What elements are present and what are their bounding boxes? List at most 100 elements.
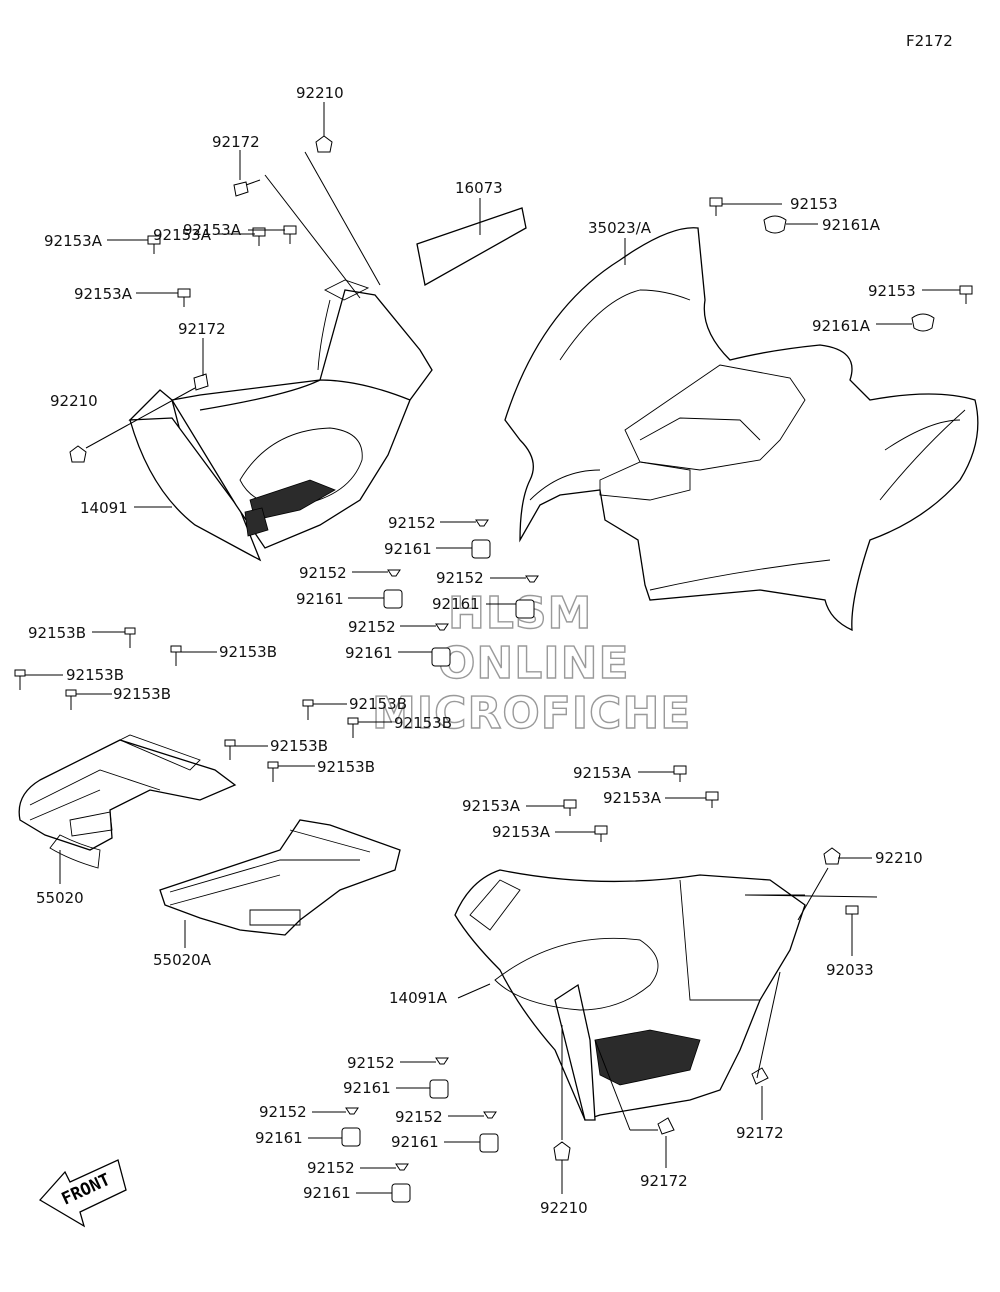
part-label: 92161 <box>343 1079 391 1097</box>
part-label: 92153B <box>113 685 171 703</box>
part-label: 16073 <box>455 179 503 197</box>
left-flap-part-14091 <box>128 279 433 562</box>
rivet-icon <box>525 575 539 583</box>
part-label: 92152 <box>395 1108 443 1126</box>
part-label: 92152 <box>348 618 396 636</box>
watermark-line-2: ONLINE <box>438 638 630 689</box>
part-label: 92153A <box>74 285 133 303</box>
damper-icon <box>515 599 535 619</box>
part-label: 35023/A <box>588 219 652 237</box>
grommet-icon <box>911 313 935 332</box>
part-label: 92161 <box>303 1184 351 1202</box>
part-label: 92033 <box>826 961 874 979</box>
part-label: 92153A <box>462 797 521 815</box>
bolt-icon <box>224 739 236 760</box>
clip-icon <box>563 799 577 816</box>
right-flap-part-14091A <box>454 869 806 1121</box>
leader-lines <box>25 102 960 1194</box>
part-label: 92210 <box>50 392 98 410</box>
part-label: 92152 <box>347 1054 395 1072</box>
part-label: 92172 <box>736 1124 784 1142</box>
part-label: 92153B <box>270 737 328 755</box>
part-label: 92153A <box>573 764 632 782</box>
rear-fender-part-35023 <box>504 227 979 632</box>
part-label: 92172 <box>212 133 260 151</box>
nut-icon <box>315 135 333 153</box>
part-label: 92161 <box>391 1133 439 1151</box>
part-label: 92152 <box>259 1103 307 1121</box>
damper-icon <box>479 1133 499 1153</box>
bolt-icon <box>65 689 77 710</box>
clip-icon <box>594 825 608 842</box>
bolt-icon <box>124 627 136 648</box>
watermark-line-3: MICROFICHE <box>372 688 691 739</box>
damper-icon <box>383 589 403 609</box>
rivet-icon <box>475 519 489 527</box>
clip-icon <box>252 227 266 246</box>
part-label: 92153A <box>44 232 103 250</box>
rivet-icon <box>435 1057 449 1065</box>
part-labels: 92210 92172 16073 35023/A 92153 92161A 9… <box>28 84 923 1217</box>
clip-icon <box>959 285 973 304</box>
part-label: 92172 <box>640 1172 688 1190</box>
footrest-bracket-55020 <box>18 734 237 869</box>
part-label: 92152 <box>307 1159 355 1177</box>
damper-icon <box>471 539 491 559</box>
part-label: 92161A <box>812 317 871 335</box>
part-label: 92210 <box>540 1199 588 1217</box>
nut-icon <box>69 445 87 463</box>
part-label: 92152 <box>436 569 484 587</box>
bolt-icon <box>657 1117 675 1135</box>
part-label: 92152 <box>388 514 436 532</box>
part-label: 92210 <box>875 849 923 867</box>
nut-icon <box>823 847 841 865</box>
damper-icon <box>341 1127 361 1147</box>
part-label: 92210 <box>296 84 344 102</box>
part-label: 92153 <box>790 195 838 213</box>
damper-icon <box>391 1183 411 1203</box>
clip-icon <box>673 765 687 782</box>
watermark: HLSM ONLINE MICROFICHE <box>371 587 691 739</box>
part-label: 92153A <box>183 221 242 239</box>
part-label: 92161A <box>822 216 881 234</box>
part-label: 92153B <box>219 643 277 661</box>
clip-icon <box>709 197 723 216</box>
bolt-icon <box>267 761 279 782</box>
nut-icon <box>553 1141 571 1161</box>
figure-code: F2172 <box>906 32 953 50</box>
bolt-icon <box>14 669 26 690</box>
bolt-icon <box>233 179 261 197</box>
bolt-icon <box>347 717 359 738</box>
part-label: 92161 <box>432 595 480 613</box>
part-label: 14091 <box>80 499 128 517</box>
footrest-bracket-55020A <box>159 819 401 936</box>
rivet-icon <box>483 1111 497 1119</box>
part-label: 92172 <box>178 320 226 338</box>
part-label: 92153A <box>603 789 662 807</box>
part-label: 92161 <box>384 540 432 558</box>
part-label: 14091A <box>389 989 448 1007</box>
part-label: 92161 <box>296 590 344 608</box>
bolt-icon <box>751 1067 769 1085</box>
part-label: 92153B <box>66 666 124 684</box>
part-label: 92153B <box>28 624 86 642</box>
part-label: 92153A <box>492 823 551 841</box>
front-direction-arrow-icon: FRONT <box>38 1159 127 1228</box>
part-label: 92152 <box>299 564 347 582</box>
part-label: 92153B <box>317 758 375 776</box>
grommet-icon <box>763 215 787 234</box>
part-label: 55020 <box>36 889 84 907</box>
clip-icon <box>283 225 297 244</box>
part-label: 92153 <box>868 282 916 300</box>
part-label: 92153A <box>153 226 212 244</box>
clip-icon <box>177 288 191 307</box>
clip-icon <box>705 791 719 808</box>
bolt-icon <box>302 699 314 720</box>
bolt-icon <box>170 645 182 666</box>
part-label: 92153B <box>394 714 452 732</box>
rivet-icon <box>345 1107 359 1115</box>
damper-icon <box>431 647 451 667</box>
part-label: 92153B <box>349 695 407 713</box>
part-label: 92161 <box>255 1129 303 1147</box>
